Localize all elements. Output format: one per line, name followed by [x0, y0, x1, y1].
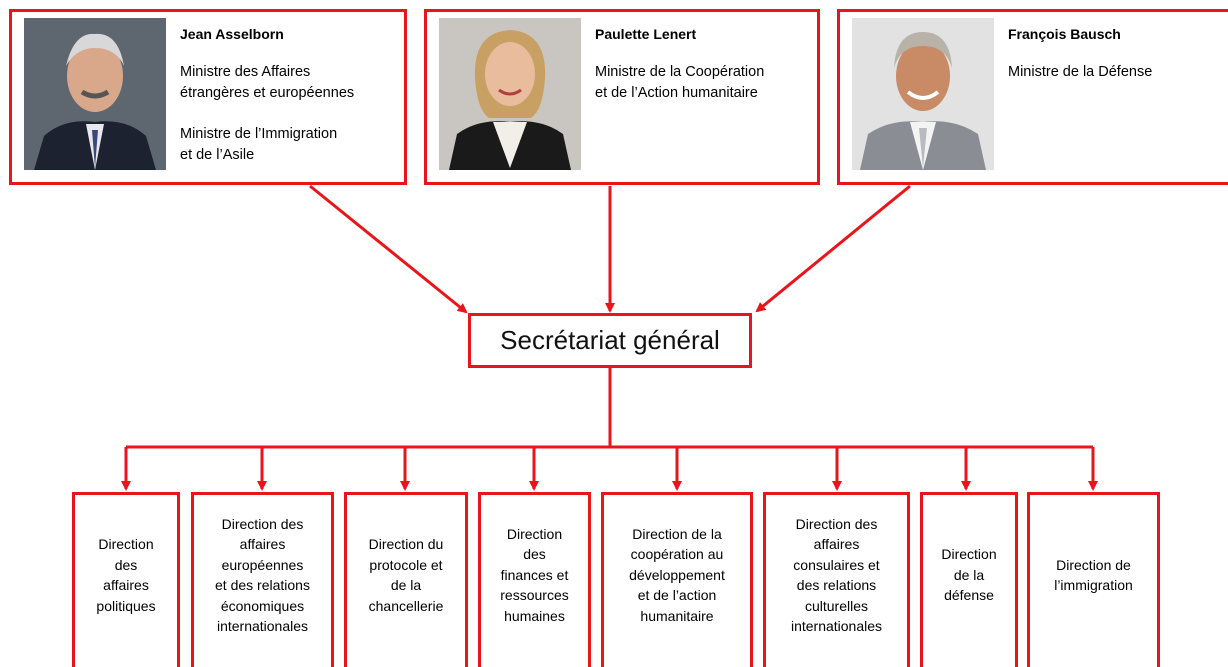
direction-box-immigration: Direction de l’immigration — [1027, 492, 1160, 667]
direction-label: Direction de l’immigration — [1054, 556, 1133, 594]
direction-box-protocole: Direction du protocole et de la chancell… — [344, 492, 468, 667]
direction-label: Direction des affaires politiques — [96, 536, 156, 614]
minister-box-lenert: Paulette Lenert Ministre de la Coopérati… — [424, 9, 820, 185]
direction-label: Direction des affaires consulaires et de… — [790, 515, 883, 635]
direction-box-finances: Direction des finances et ressources hum… — [478, 492, 591, 667]
portrait-icon — [852, 18, 994, 170]
direction-box-affaires-consulaires: Direction des affaires consulaires et de… — [763, 492, 910, 667]
direction-box-affaires-europeennes: Direction des affaires européennes et de… — [191, 492, 334, 667]
direction-label: Direction du protocole et de la chancell… — [368, 536, 444, 614]
secretariat-general-box: Secrétariat général — [468, 313, 752, 368]
minister-name: François Bausch — [1008, 26, 1121, 42]
portrait-icon — [439, 18, 581, 170]
portrait-icon — [24, 18, 166, 170]
minister-photo — [439, 18, 581, 170]
minister-role-1: Ministre des Affaires étrangères et euro… — [180, 64, 355, 101]
minister-box-asselborn: Jean Asselborn Ministre des Affaires étr… — [9, 9, 407, 185]
arrow-bausch-to-sg — [755, 184, 911, 313]
minister-role-1: Ministre de la Défense — [1008, 64, 1153, 80]
direction-label: Direction des affaires européennes et de… — [215, 515, 310, 635]
minister-name: Jean Asselborn — [180, 26, 284, 42]
minister-role-2: Ministre de l’Immigration et de l’Asile — [180, 126, 338, 163]
direction-box-defense: Direction de la défense — [920, 492, 1018, 667]
minister-photo — [852, 18, 994, 170]
direction-label: Direction de la défense — [941, 546, 997, 604]
minister-name: Paulette Lenert — [595, 26, 697, 42]
minister-box-bausch: François Bausch Ministre de la Défense — [837, 9, 1228, 185]
minister-role-1: Ministre de la Coopération et de l’Actio… — [595, 64, 765, 101]
direction-box-cooperation: Direction de la coopération au développe… — [601, 492, 753, 667]
minister-photo — [24, 18, 166, 170]
arrow-asselborn-to-sg — [309, 184, 468, 314]
direction-label: Direction de la coopération au développe… — [629, 525, 725, 624]
direction-label: Direction des finances et ressources hum… — [500, 525, 569, 624]
direction-box-affaires-politiques: Direction des affaires politiques — [72, 492, 180, 667]
